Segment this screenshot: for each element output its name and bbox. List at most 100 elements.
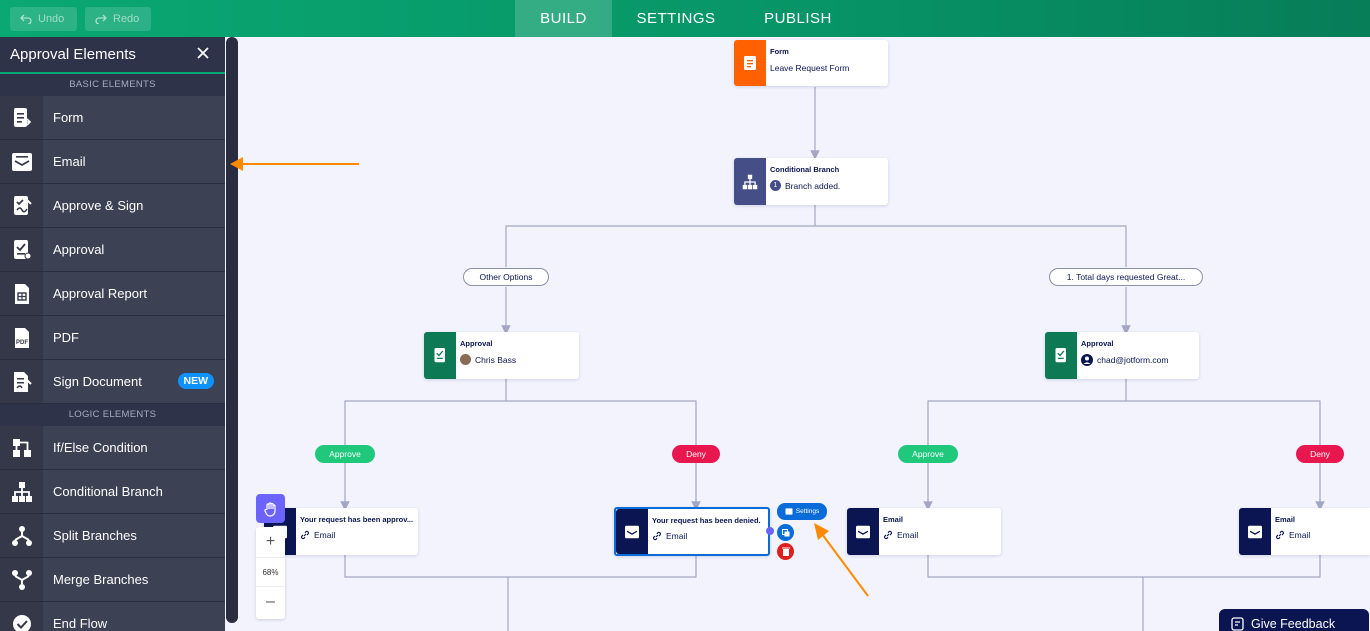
sidebar-item-pdf[interactable]: PDF PDF: [0, 316, 225, 360]
approval-node-left[interactable]: Approval Chris Bass: [424, 332, 579, 379]
annotation-arrow-settings: [814, 523, 869, 597]
svg-text:PDF: PDF: [16, 340, 28, 346]
node-title: Email: [1275, 515, 1296, 524]
email-icon: [785, 508, 793, 515]
close-icon[interactable]: [195, 45, 211, 61]
sidebar-item-label: Merge Branches: [53, 572, 149, 587]
delete-button[interactable]: [777, 543, 794, 560]
sidebar-item-form[interactable]: Form: [0, 96, 225, 140]
section-logic-elements: LOGIC ELEMENTS: [0, 404, 225, 426]
conditional-branch-icon: [742, 174, 758, 189]
approve-label-left[interactable]: Approve: [315, 445, 375, 463]
email-icon: [625, 525, 639, 538]
give-feedback-button[interactable]: Give Feedback: [1219, 609, 1369, 631]
form-icon: [744, 56, 756, 70]
sidebar-item-label: Approval Report: [53, 286, 147, 301]
flow-canvas[interactable]: [240, 37, 1370, 631]
settings-button[interactable]: Settings: [777, 503, 827, 520]
connection-handle[interactable]: [766, 527, 774, 535]
email-icon: [856, 525, 870, 538]
section-basic-elements: BASIC ELEMENTS: [0, 74, 225, 96]
sidebar-item-if-else[interactable]: If/Else Condition: [0, 426, 225, 470]
redo-label: Redo: [113, 13, 140, 25]
deny-label-left[interactable]: Deny: [672, 445, 720, 463]
sidebar-scrollbar[interactable]: [225, 37, 240, 631]
pan-hand-button[interactable]: [256, 494, 285, 523]
email-node-approved[interactable]: Your request has been approv... Email: [264, 508, 418, 555]
sidebar-item-label: Form: [53, 110, 84, 125]
node-title: Conditional Branch: [770, 165, 840, 174]
undo-icon: [20, 14, 32, 24]
sidebar-item-label: End Flow: [53, 616, 108, 631]
email-node-right-deny[interactable]: Email Email: [1239, 508, 1370, 555]
tab-build[interactable]: BUILD: [515, 0, 612, 37]
node-subtitle: chad@jotform.com: [1097, 355, 1169, 365]
copy-icon: [781, 528, 789, 536]
email-node-denied[interactable]: Your request has been denied. Email: [614, 507, 770, 556]
redo-button[interactable]: Redo: [85, 7, 151, 31]
approval-elements-sidebar: Approval Elements BASIC ELEMENTS Form Em…: [0, 37, 225, 631]
annotation-arrow-email: [230, 157, 359, 171]
node-subtitle: Email: [897, 530, 919, 540]
approval-icon: [1055, 348, 1066, 363]
scrollbar-thumb[interactable]: [226, 37, 238, 623]
merge-branches-icon: [11, 569, 32, 590]
user-icon: [1081, 354, 1093, 366]
sidebar-item-approval-report[interactable]: Approval Report: [0, 272, 225, 316]
sidebar-item-split-branches[interactable]: Split Branches: [0, 514, 225, 558]
sidebar-item-approval[interactable]: Approval: [0, 228, 225, 272]
zoom-out-button[interactable]: –: [266, 593, 275, 610]
sidebar-item-end-flow[interactable]: End Flow: [0, 602, 225, 631]
tab-publish[interactable]: PUBLISH: [764, 10, 832, 27]
feedback-label: Give Feedback: [1251, 617, 1336, 631]
email-icon: [11, 152, 32, 171]
email-node-right-approve[interactable]: Email Email: [847, 508, 1001, 555]
sidebar-item-label: Email: [53, 154, 86, 169]
zoom-level: 68%: [256, 557, 285, 587]
sidebar-item-label: Split Branches: [53, 528, 137, 543]
zoom-in-button[interactable]: +: [265, 533, 276, 550]
tab-settings[interactable]: SETTINGS: [636, 10, 716, 27]
zoom-controls: + 68% –: [256, 527, 285, 619]
hand-icon: [263, 501, 276, 517]
undo-button[interactable]: Undo: [10, 7, 77, 31]
duplicate-button[interactable]: [777, 524, 794, 541]
node-title: Form: [770, 47, 789, 56]
sidebar-item-label: PDF: [53, 330, 79, 345]
approval-icon: [13, 239, 31, 259]
avatar: [460, 354, 471, 365]
email-icon: [1248, 525, 1262, 538]
sidebar-item-label: Approve & Sign: [53, 198, 144, 213]
connector-lines: [340, 87, 1325, 631]
conditional-branch-icon: [11, 481, 32, 502]
branch-count-badge: 1: [770, 180, 781, 191]
undo-label: Undo: [38, 13, 65, 25]
split-branches-icon: [11, 525, 32, 546]
node-subtitle: Email: [314, 530, 336, 540]
redo-icon: [95, 14, 107, 24]
settings-label: Settings: [795, 508, 820, 515]
node-title: Approval: [460, 339, 493, 348]
branch-label-other-options[interactable]: Other Options: [463, 268, 549, 286]
feedback-icon: [1231, 617, 1244, 631]
node-subtitle: Email: [666, 531, 688, 541]
pdf-icon: PDF: [14, 327, 29, 348]
approve-label-right[interactable]: Approve: [898, 445, 958, 463]
sidebar-item-sign-document[interactable]: Sign Document NEW: [0, 360, 225, 404]
node-subtitle: Leave Request Form: [770, 63, 850, 73]
sidebar-item-conditional-branch[interactable]: Conditional Branch: [0, 470, 225, 514]
trash-icon: [781, 547, 790, 556]
approval-icon: [434, 348, 445, 363]
sidebar-item-approve-sign[interactable]: Approve & Sign: [0, 184, 225, 228]
branch-label-condition[interactable]: 1. Total days requested Great...: [1049, 268, 1203, 286]
node-title: Email: [883, 515, 904, 524]
deny-label-right[interactable]: Deny: [1296, 445, 1344, 463]
sidebar-item-email[interactable]: Email: [0, 140, 225, 184]
link-icon: [884, 530, 892, 540]
approve-sign-icon: [13, 195, 32, 215]
sidebar-item-merge-branches[interactable]: Merge Branches: [0, 558, 225, 602]
approval-node-right[interactable]: Approval chad@jotform.com: [1045, 332, 1199, 379]
node-title: Approval: [1081, 339, 1114, 348]
